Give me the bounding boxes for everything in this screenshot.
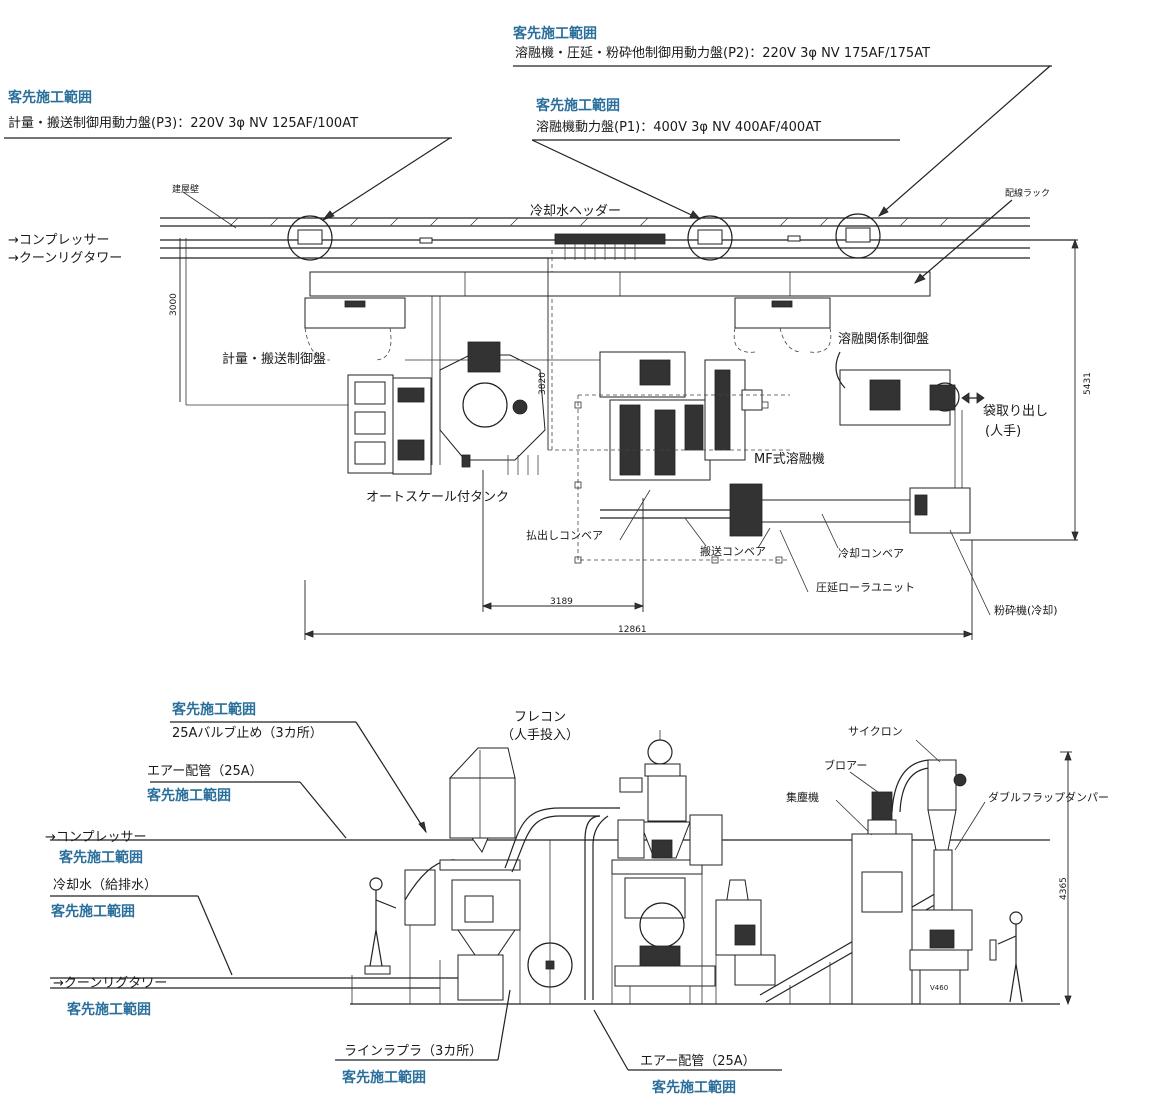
dust-collector-label: 集塵機 — [786, 791, 819, 804]
scope-label-compressor: 客先施工範囲 — [59, 850, 143, 866]
cooling-conveyor-label: 冷却コンベア — [838, 547, 904, 560]
flecon-manual-label: （人手投入） — [500, 728, 579, 743]
cyclone-label: サイクロン — [848, 725, 903, 738]
scope-label-laplara: 客先施工範囲 — [342, 1070, 426, 1086]
line-laplara-label: ラインラプラ（3カ所） — [344, 1044, 483, 1059]
elev-cooling-tower-label: →クーンリグタワー — [53, 976, 168, 991]
dim-3820: 3820 — [538, 372, 548, 395]
scope-label-p3: 客先施工範囲 — [8, 90, 92, 106]
dim-3000: 3000 — [169, 293, 179, 316]
building-wall-label: 建屋壁 — [172, 185, 200, 195]
transfer-conveyor-label: 搬送コンベア — [700, 545, 766, 558]
svg-text:V460: V460 — [930, 984, 948, 992]
panel-p3-spec: 計量・搬送制御用動力盤(P3)：220V 3φ NV 125AF/100AT — [8, 116, 359, 131]
cooling-water-label: 冷却水（給排水） — [53, 878, 158, 893]
cooling-header-label: 冷却水ヘッダー — [530, 204, 622, 219]
scope-label-p2: 客先施工範囲 — [513, 26, 597, 42]
panel-p1-spec: 溶融機動力盤(P1)：400V 3φ NV 400AF/400AT — [536, 120, 822, 135]
air-pipe-label-2: エアー配管（25A） — [640, 1054, 756, 1069]
air-pipe-label-1: エアー配管（25A） — [147, 764, 263, 779]
scope-label-cooling-water: 客先施工範囲 — [51, 904, 135, 920]
crusher-label: 粉砕機(冷却) — [994, 604, 1058, 617]
mf-melter-label: MF式溶融機 — [754, 452, 825, 467]
auto-scale-tank-label: オートスケール付タンク — [366, 490, 510, 505]
bag-out-label: 袋取り出し — [983, 404, 1049, 419]
melt-control-panel-label: 溶融関係制御盤 — [838, 332, 930, 347]
weigh-control-panel-label: 計量・搬送制御盤 — [222, 352, 327, 367]
bag-out-manual-label: (人手) — [985, 424, 1022, 439]
discharge-conveyor-label: 払出しコンベア — [526, 529, 603, 542]
dim-5431: 5431 — [1083, 372, 1093, 395]
elev-compressor-label: →コンプレッサー — [45, 830, 147, 845]
blower-label: ブロアー — [824, 759, 868, 772]
scope-label-air-1: 客先施工範囲 — [147, 788, 231, 804]
scope-label-valve: 客先施工範囲 — [172, 702, 256, 718]
scope-label-cooling-tower: 客先施工範囲 — [67, 1002, 151, 1018]
panel-p2-spec: 溶融機・圧延・粉砕他制御用動力盤(P2)：220V 3φ NV 175AF/17… — [515, 46, 931, 61]
double-flap-damper-label: ダブルフラップダンパー — [988, 791, 1109, 804]
roller-unit-label: 圧延ローラユニット — [816, 581, 915, 594]
cable-rack-label: 配線ラック — [1005, 189, 1051, 199]
dim-12861: 12861 — [618, 625, 647, 635]
plan-compressor-label: →コンプレッサー — [8, 233, 110, 248]
valve-label: 25Aバルブ止め（3カ所） — [172, 726, 323, 741]
dim-3189: 3189 — [550, 597, 573, 607]
scope-label-p1: 客先施工範囲 — [536, 98, 620, 114]
flecon-label: フレコン — [513, 710, 566, 725]
dim-4365: 4365 — [1059, 877, 1069, 900]
plan-cooling-tower-label: →クーンリグタワー — [8, 251, 123, 266]
scope-label-air-2: 客先施工範囲 — [652, 1080, 736, 1096]
